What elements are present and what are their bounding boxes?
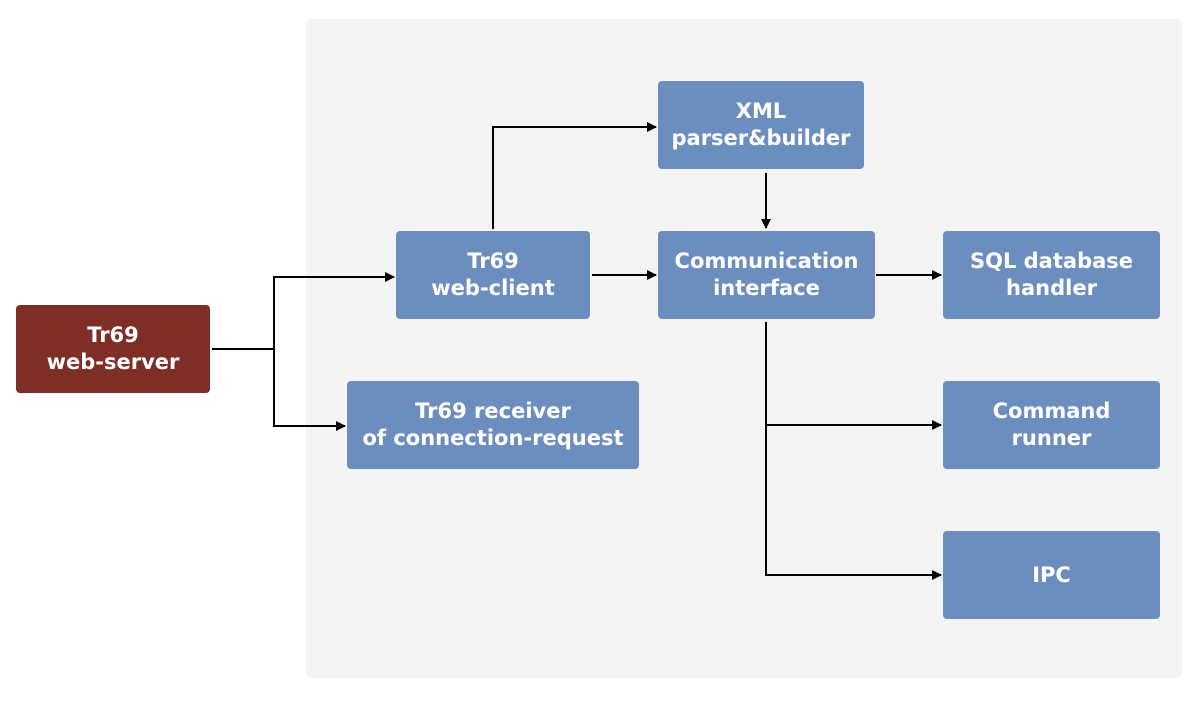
- node-xml-parser-builder: XML parser&builder: [658, 81, 864, 169]
- node-ipc: IPC: [943, 531, 1160, 619]
- node-tr69-web-server: Tr69 web-server: [16, 305, 210, 393]
- node-tr69-web-client: Tr69 web-client: [396, 231, 590, 319]
- node-sql-database-handler: SQL database handler: [943, 231, 1160, 319]
- arrow-comm-to-ipc: [765, 322, 942, 580]
- arrow-server-to-receiver: [273, 349, 346, 431]
- node-command-runner: Command runner: [943, 381, 1160, 469]
- node-tr69-receiver: Tr69 receiver of connection-request: [347, 381, 639, 469]
- node-communication-interface: Communication interface: [658, 231, 875, 319]
- arrow-client-to-xml: [492, 122, 657, 229]
- arrow-server-to-client: [212, 272, 395, 350]
